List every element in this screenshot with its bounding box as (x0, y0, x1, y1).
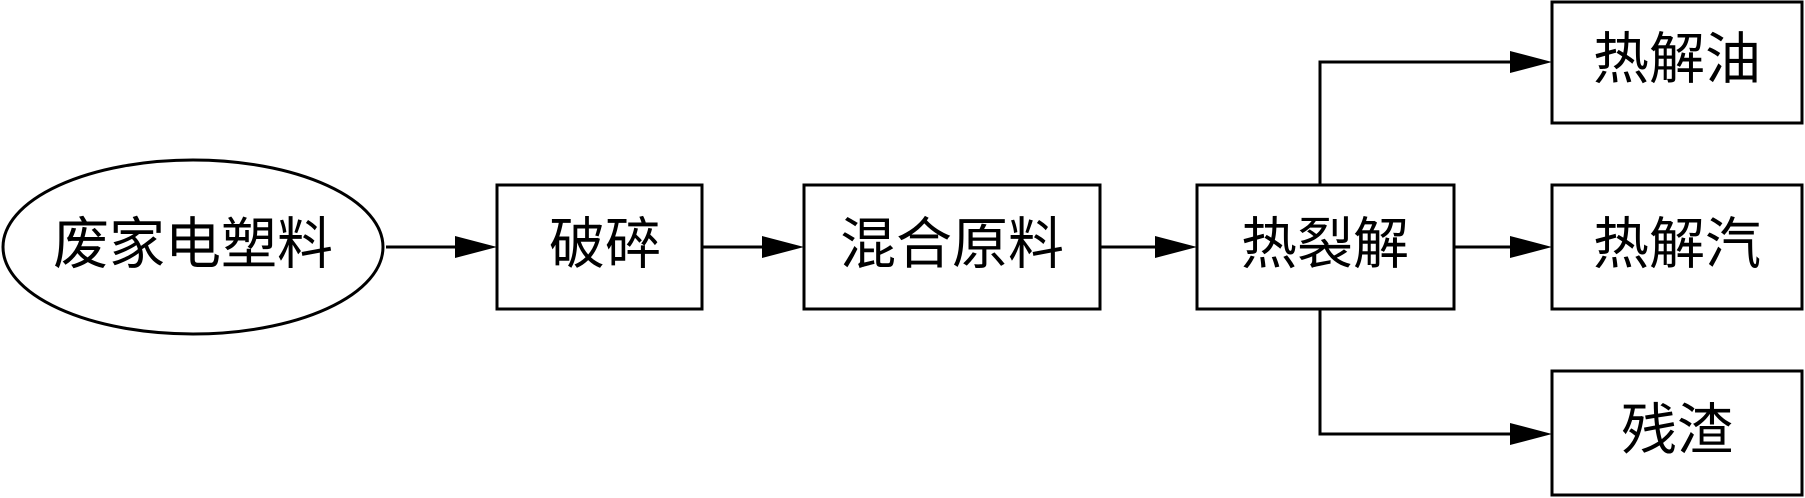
edge-pyrolysis-to-oil (1318, 60, 1510, 185)
node-oil-label: 热解油 (1593, 28, 1761, 93)
arrowhead-gas (1510, 236, 1552, 258)
node-crush: 破碎 (495, 183, 704, 311)
edge-pyrolysis-to-residue (1318, 309, 1510, 436)
arrowhead-crush (455, 236, 497, 258)
node-pyrolysis-label: 热裂解 (1241, 213, 1409, 278)
node-pyrolysis: 热裂解 (1195, 183, 1456, 311)
node-crush-label: 破碎 (549, 213, 661, 278)
node-crush-box (495, 183, 704, 311)
node-gas-box (1550, 183, 1804, 311)
node-mix-label: 混合原料 (840, 213, 1064, 278)
node-residue-box (1550, 369, 1804, 497)
node-input: 废家电塑料 (1, 158, 385, 336)
node-pyrolysis-box (1195, 183, 1456, 311)
arrowhead-residue (1510, 423, 1552, 445)
node-gas-label: 热解汽 (1593, 213, 1761, 278)
node-gas: 热解汽 (1550, 183, 1804, 311)
arrowhead-mix (762, 236, 804, 258)
node-mix-box (802, 183, 1102, 311)
node-residue-label: 残渣 (1621, 399, 1733, 464)
arrowhead-oil (1510, 51, 1552, 73)
node-oil: 热解油 (1550, 0, 1804, 125)
arrowhead-pyrolysis (1155, 236, 1197, 258)
node-input-label: 废家电塑料 (53, 213, 333, 278)
node-mix: 混合原料 (802, 183, 1102, 311)
node-residue: 残渣 (1550, 369, 1804, 497)
edges (386, 51, 1552, 445)
node-oil-box (1550, 0, 1804, 125)
node-input-shape (1, 158, 385, 336)
